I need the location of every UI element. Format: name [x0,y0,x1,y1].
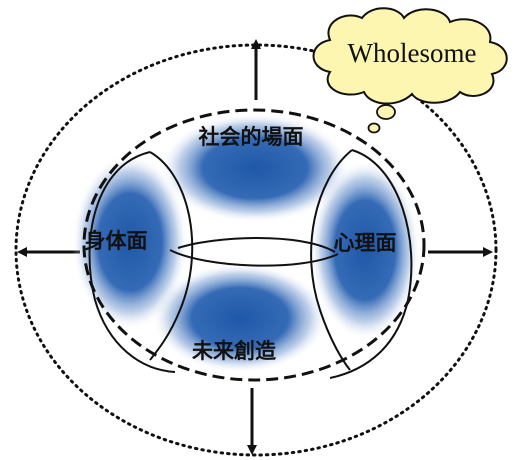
label-body: 身体面 [85,228,148,253]
cloud-shape [312,7,508,105]
cloud-bubble-small [367,122,381,134]
torus-inner-bottom [169,249,339,267]
ring-left-outer [88,151,176,373]
cloud-bubble-large [376,104,396,120]
blob-social [160,113,350,223]
blob-mind [310,160,420,340]
label-mind: 心理面 [334,230,397,255]
blob-future [152,263,328,373]
ring-left-inner [149,151,194,361]
label-future: 未来創造 [192,338,277,363]
label-social: 社会的場面 [198,124,304,149]
thought-cloud: Wholesome [312,7,508,134]
cloud-label: Wholesome [348,38,477,68]
ring-right-inner [310,149,353,371]
torus-outline [82,108,426,382]
outer-boundary [14,43,498,457]
